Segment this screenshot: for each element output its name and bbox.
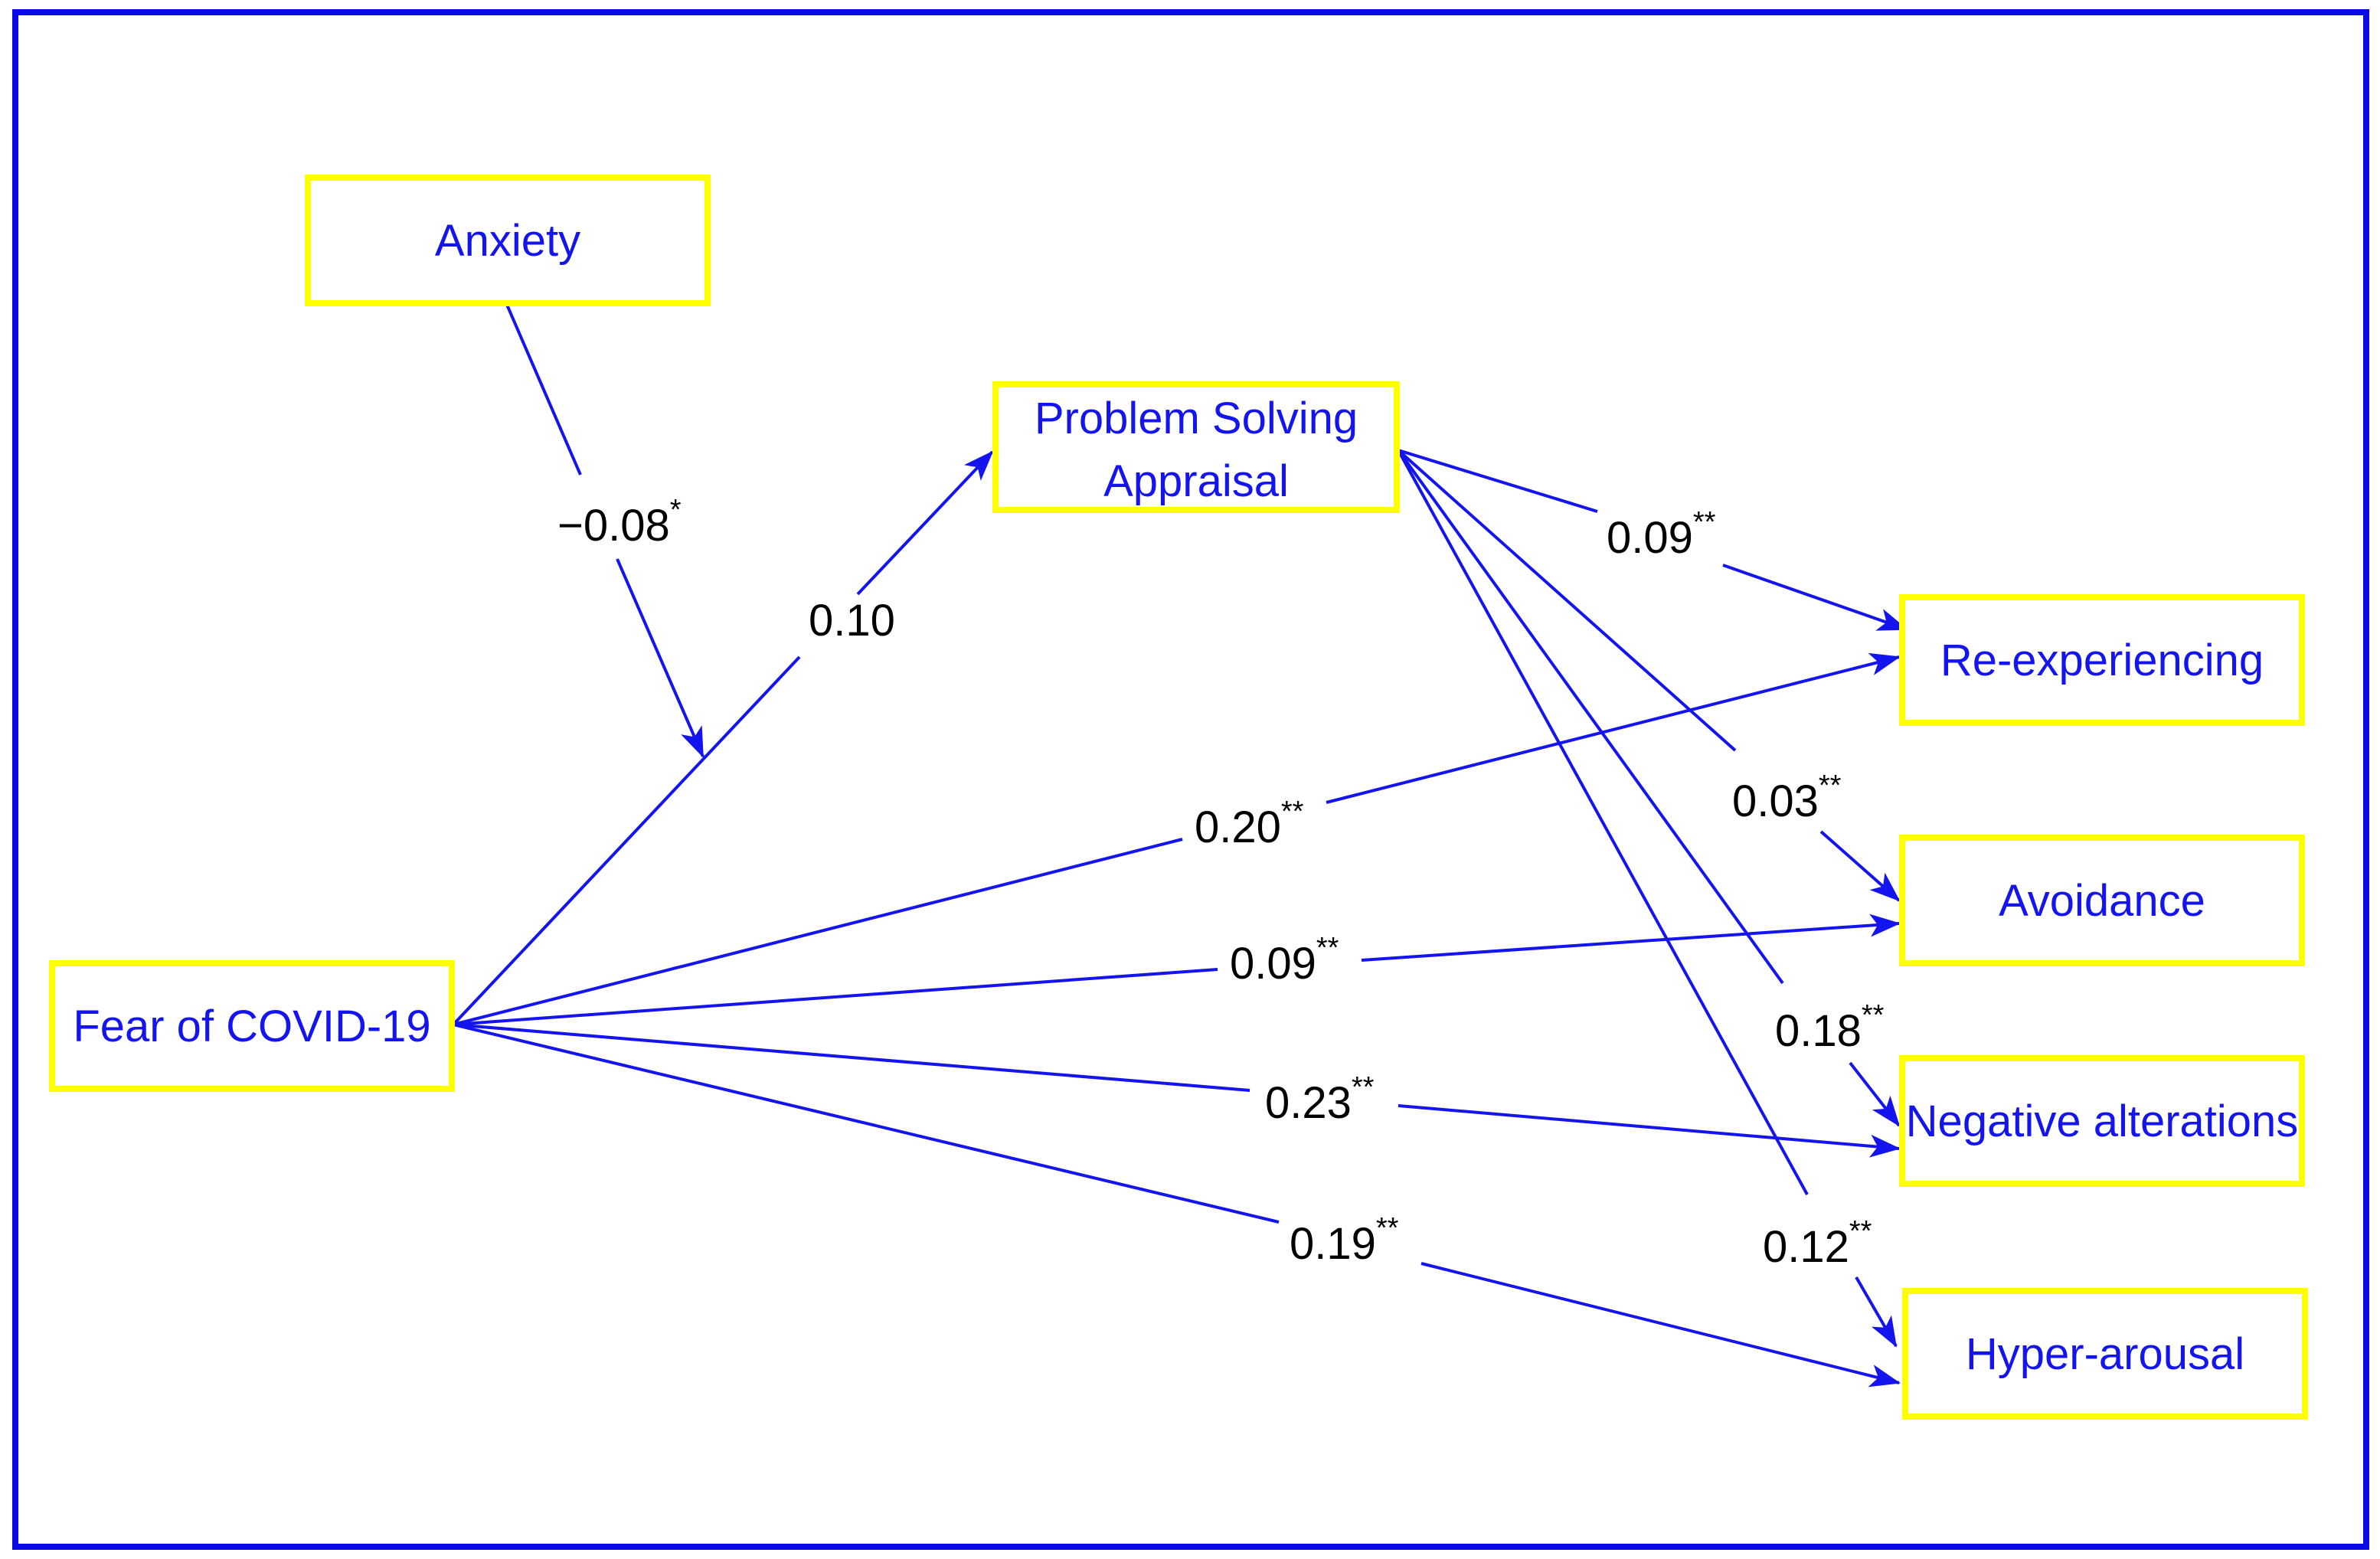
- node-fear-label: Fear of COVID-19: [73, 1002, 430, 1051]
- coef-psa-to-avoid: 0.03**: [1732, 770, 1842, 826]
- path-fear-to-psa-lower: [452, 655, 801, 1026]
- node-negative-alterations: Negative alterations: [1899, 1055, 2305, 1187]
- path-anxiety-moderation-upper: [505, 304, 582, 476]
- node-neg-label: Negative alterations: [1906, 1097, 2299, 1146]
- coef-psa-to-hyper: 0.12**: [1763, 1215, 1872, 1272]
- path-anxiety-moderation-lower: [616, 558, 705, 758]
- node-avoidance: Avoidance: [1899, 835, 2305, 966]
- node-reexperiencing: Re-experiencing: [1899, 594, 2305, 726]
- path-psa-to-avoid-lower: [1819, 830, 1901, 902]
- coef-anxiety-moderation: −0.08*: [557, 494, 682, 551]
- path-fear-to-reexp-upper: [1326, 652, 1901, 804]
- path-fear-to-reexp-lower: [453, 838, 1183, 1026]
- coef-psa-to-neg: 0.18**: [1775, 999, 1885, 1056]
- path-fear-to-hyper-left: [453, 1023, 1280, 1224]
- node-hyperarousal: Hyper-arousal: [1902, 1288, 2308, 1420]
- node-anxiety-label: Anxiety: [435, 216, 580, 266]
- path-fear-to-neg-left: [453, 1023, 1250, 1092]
- node-psa-label-line2: Appraisal: [1103, 456, 1289, 506]
- path-psa-to-reexp-lower: [1722, 564, 1908, 631]
- path-psa-to-hyper-upper: [1397, 449, 1809, 1195]
- path-fear-to-avoid-left: [453, 968, 1218, 1026]
- path-psa-to-neg-lower: [1849, 1061, 1901, 1127]
- node-reexp-label: Re-experiencing: [1940, 636, 2264, 685]
- node-psa-label-line1: Problem Solving: [1035, 394, 1358, 443]
- path-fear-to-avoid-right: [1361, 914, 1901, 962]
- node-hyper-label: Hyper-arousal: [1966, 1329, 2244, 1379]
- node-anxiety: Anxiety: [305, 175, 711, 306]
- node-problem-solving-appraisal: Problem Solving Appraisal: [992, 381, 1400, 513]
- path-psa-to-reexp-upper: [1398, 449, 1598, 513]
- coef-fear-to-reexp: 0.20**: [1195, 796, 1304, 852]
- coef-fear-to-avoid: 0.09**: [1230, 932, 1339, 989]
- path-psa-to-avoid-upper: [1397, 449, 1737, 752]
- path-psa-to-hyper-lower: [1855, 1276, 1898, 1348]
- path-fear-to-psa-upper: [856, 450, 994, 596]
- coef-fear-to-hyper: 0.19**: [1290, 1212, 1399, 1269]
- outer-frame: [12, 9, 2369, 1550]
- coef-fear-to-neg: 0.23**: [1265, 1071, 1375, 1128]
- coef-fear-to-psa: 0.10: [809, 596, 895, 645]
- node-fear-of-covid: Fear of COVID-19: [49, 960, 455, 1092]
- coef-psa-to-reexp: 0.09**: [1607, 506, 1716, 563]
- path-fear-to-neg-right: [1398, 1104, 1901, 1158]
- path-psa-to-neg-upper: [1397, 449, 1784, 985]
- node-avoid-label: Avoidance: [1999, 876, 2205, 926]
- path-fear-to-hyper-right: [1420, 1262, 1901, 1387]
